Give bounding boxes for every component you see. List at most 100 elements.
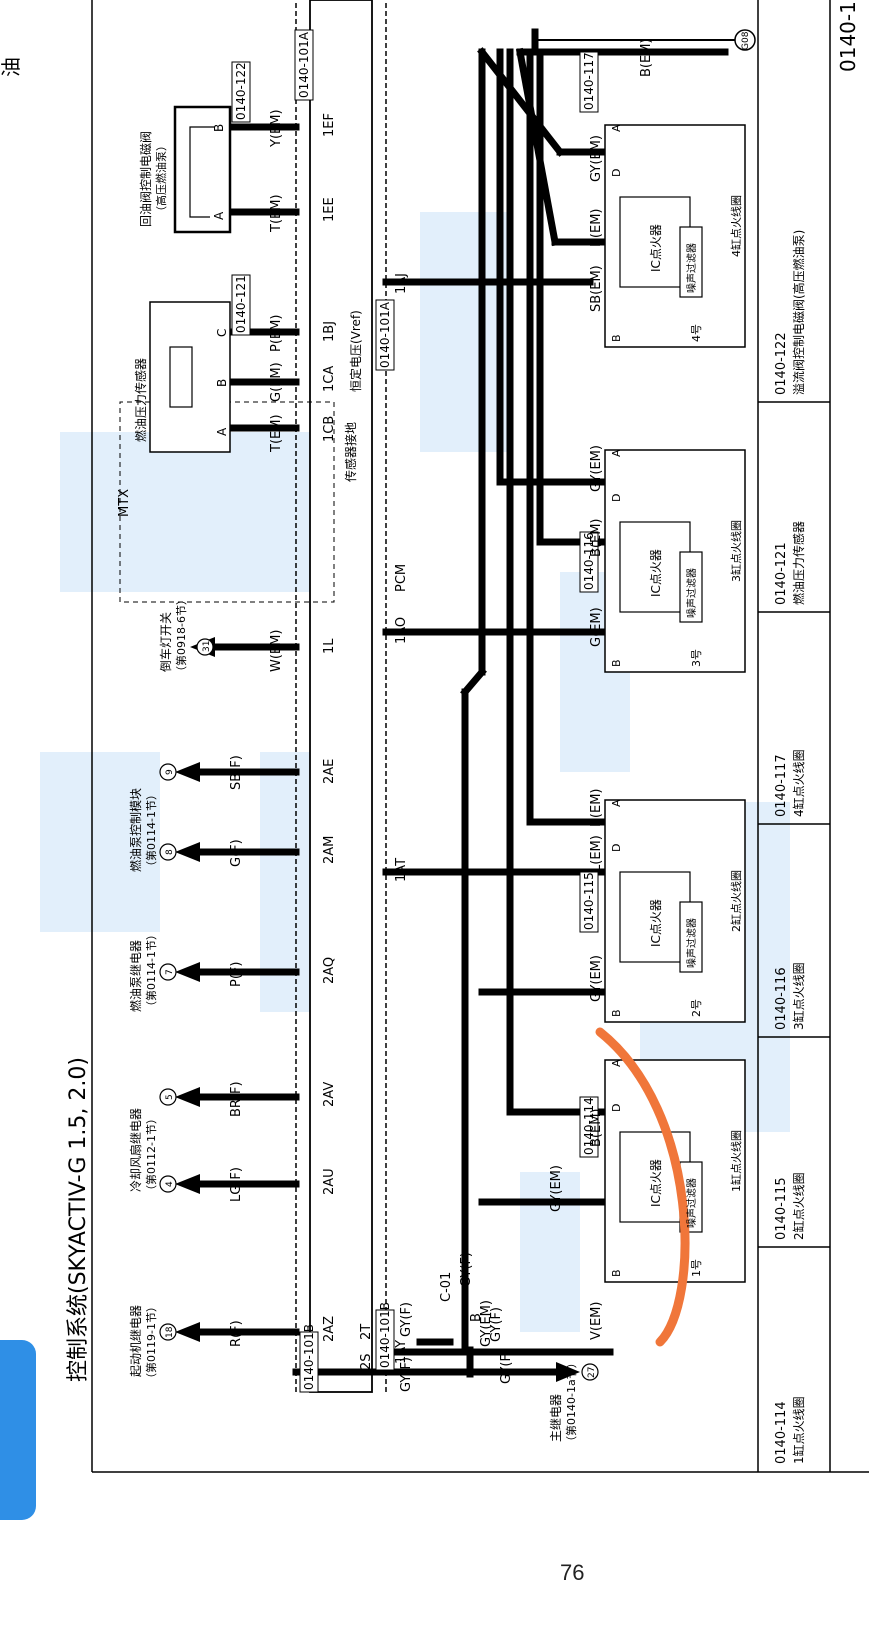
top-code: 0140-1d bbox=[836, 0, 860, 72]
wire-gy-em: GY(EM) bbox=[479, 1300, 494, 1347]
coil-filter: 噪声过滤器 bbox=[685, 243, 698, 293]
coil-pin-d: D bbox=[610, 494, 623, 502]
relay-symbols bbox=[175, 637, 580, 1382]
coil-box-2 bbox=[604, 799, 746, 1023]
pcm-box bbox=[295, 0, 387, 1393]
wire-gy-f: GY(F) bbox=[489, 1307, 504, 1342]
wires bbox=[191, 28, 729, 1378]
top-fragment: 油 bbox=[0, 57, 23, 77]
coil-ground-wire: B(EM) bbox=[589, 789, 604, 828]
valve-wire: Y(EM) bbox=[269, 109, 284, 148]
coil-label: 4缸点火线圈 bbox=[729, 195, 743, 257]
orange-annotation-stroke bbox=[595, 1027, 690, 1347]
relay-num: 18 bbox=[165, 1326, 175, 1338]
relay-name: 起动机继电器 bbox=[129, 1305, 143, 1377]
fuel-sensor-wire: P(EM) bbox=[269, 315, 284, 352]
fuel-sensor-name: 燃油压力传感器 bbox=[133, 358, 148, 442]
coil-pin-b: B bbox=[610, 1269, 623, 1277]
coil-signal-wire: V(EM) bbox=[589, 1302, 604, 1340]
valve-pin: A bbox=[212, 211, 226, 220]
coil-ic: IC点火器 bbox=[649, 549, 663, 597]
main-relay-num: 27 bbox=[587, 1367, 597, 1378]
coil-ground-wire: B(EM) bbox=[589, 519, 604, 558]
coil-pin-d: D bbox=[610, 1104, 623, 1112]
coil-power-wire: GY(EM) bbox=[589, 955, 604, 1002]
main-relay-ref: （第0140-1a节） bbox=[564, 1357, 578, 1447]
page-number: 76 bbox=[560, 1560, 585, 1585]
fuel-sensor-vref-note: 恒定电压(Vref) bbox=[348, 310, 363, 392]
fuel-sensor-pin: C bbox=[215, 329, 229, 337]
coil-ic: IC点火器 bbox=[649, 224, 663, 272]
fuel-sensor-pcm-pin: 1BJ bbox=[322, 321, 337, 342]
connector-114: 0140-114 bbox=[582, 1097, 596, 1155]
relay-num: 7 bbox=[165, 969, 175, 975]
pin-2t: 2T bbox=[359, 1324, 374, 1340]
connector-101a-mid: 0140-101A bbox=[378, 301, 392, 368]
coil-num: 2号 bbox=[690, 999, 703, 1017]
coil-pin-d: D bbox=[610, 844, 623, 852]
coil-power-wire: GY(EM) bbox=[589, 445, 604, 492]
splice-name: C-01 bbox=[439, 1272, 454, 1302]
coil-pin-d: D bbox=[610, 169, 623, 177]
coil-num: 3号 bbox=[690, 649, 703, 667]
coil-pin-b: B bbox=[610, 334, 623, 342]
pcm-label: PCM bbox=[394, 564, 409, 592]
reverse-name: 倒车灯开关 bbox=[158, 612, 173, 672]
coil-label: 3缸点火线圈 bbox=[729, 520, 743, 582]
coil-ground-wire: B(EM) bbox=[589, 1109, 604, 1148]
valve-wire: T(EM) bbox=[269, 194, 284, 233]
coil-power-wire: GY(EM) bbox=[549, 1165, 564, 1212]
relay-num: 9 bbox=[165, 769, 175, 775]
relay-pin: 2AE bbox=[322, 759, 337, 784]
relay-wire: BR(F) bbox=[229, 1081, 244, 1117]
legend-code: 0140-115 bbox=[774, 1177, 789, 1240]
coil-label: 2缸点火线圈 bbox=[729, 870, 743, 932]
legend-code: 0140-114 bbox=[774, 1401, 789, 1464]
coil-pin-b: B bbox=[610, 659, 623, 667]
legend-desc: 3缸点火线圈 bbox=[791, 962, 806, 1030]
coil-num: 4号 bbox=[690, 324, 703, 342]
wire-gy-f: GY(F) bbox=[399, 1302, 414, 1337]
connector-101b-mid: 0140-101B bbox=[378, 1302, 392, 1368]
relay-wire: LG(F) bbox=[229, 1167, 244, 1202]
g08-terminal bbox=[734, 29, 756, 51]
coil-ic: IC点火器 bbox=[649, 1159, 663, 1207]
relay-ref: （第0119-1节） bbox=[144, 1301, 158, 1384]
relay-name: 燃油泵继电器 bbox=[128, 940, 143, 1012]
coil-ic: IC点火器 bbox=[649, 899, 663, 947]
relay-wire: SB(F) bbox=[229, 755, 244, 790]
splice-b: B bbox=[469, 1313, 484, 1322]
relay-name: 冷却风扇继电器 bbox=[128, 1108, 143, 1192]
coil-pcm-pin: 1AJ bbox=[394, 273, 409, 294]
relay-num: 4 bbox=[165, 1181, 175, 1187]
wire-gy-f: GY(F) bbox=[499, 1349, 514, 1384]
connector-101b-bottom: 0140-101B bbox=[302, 1324, 316, 1390]
coil-box-4 bbox=[604, 124, 746, 348]
valve-pcm-pin: 1EE bbox=[322, 197, 337, 222]
coil-signal-wire: L(EM) bbox=[589, 835, 604, 872]
coil-filter: 噪声过滤器 bbox=[685, 568, 698, 618]
legend-code: 0140-122 bbox=[774, 332, 789, 395]
coil-power-wire: GY(EM) bbox=[589, 135, 604, 182]
connector-116: 0140-116 bbox=[582, 532, 596, 590]
relay-wire: R(F) bbox=[229, 1320, 244, 1347]
relay-wire: G(F) bbox=[229, 839, 244, 867]
diagram-title: 控制系统(SKYACTIV-G 1.5, 2.0) bbox=[66, 1057, 91, 1382]
coil-pin-a: A bbox=[610, 1059, 623, 1067]
valve-pcm-pin: 1EF bbox=[322, 113, 337, 137]
relay-number-circles bbox=[159, 638, 599, 1381]
coil-pcm-pin: 1AT bbox=[394, 858, 409, 882]
coil-label: 1缸点火线圈 bbox=[729, 1130, 743, 1192]
legend-code: 0140-116 bbox=[774, 967, 789, 1030]
coil-pin-b: B bbox=[610, 1009, 623, 1017]
coil-pin-a: A bbox=[610, 799, 623, 807]
relay-pin: 2AV bbox=[322, 1082, 337, 1107]
connector-101a-top: 0140-101A bbox=[297, 31, 311, 98]
fuel-sensor-pin: A bbox=[215, 427, 229, 436]
coil-filter: 噪声过滤器 bbox=[685, 918, 698, 968]
connector-boxes bbox=[231, 29, 599, 1393]
legend-desc: 1缸点火线圈 bbox=[791, 1396, 806, 1464]
fuel-sensor-pcm-pin: 1CB bbox=[322, 416, 337, 442]
valve-pin: B bbox=[212, 124, 226, 132]
relay-ref: （第0112-1节） bbox=[144, 1113, 158, 1196]
